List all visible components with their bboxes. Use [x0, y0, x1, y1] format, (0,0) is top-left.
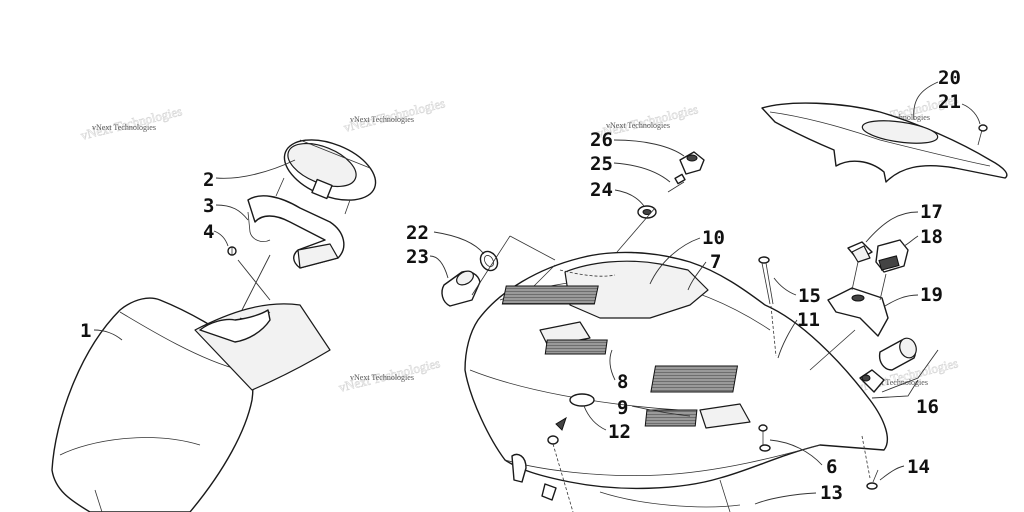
pin-part-25: [667, 173, 686, 193]
bracket-part-3: [247, 195, 345, 269]
hood-tab: [541, 483, 557, 501]
assembly-line: [616, 207, 656, 253]
grommet: [547, 435, 559, 445]
cap-part-26: [679, 151, 705, 175]
decal-part-11: [650, 365, 739, 393]
callout-9: 9: [617, 397, 628, 419]
hood-tab: [511, 453, 527, 483]
switch-part-17: [847, 241, 873, 263]
watermark-text: vNext Technologies: [864, 378, 928, 387]
callout-8: 8: [617, 371, 628, 393]
leader-1: [93, 329, 123, 341]
leader-12: [583, 405, 607, 431]
clip-part-6: [758, 424, 771, 452]
leader-11: [777, 319, 798, 359]
leader-2: [215, 159, 296, 179]
callout-14: 14: [907, 456, 930, 478]
callout-21: 21: [938, 91, 961, 113]
callout-16: 16: [916, 396, 939, 418]
gauge-part-2: [275, 139, 377, 215]
plug-part-12: [569, 393, 595, 407]
leader-20: [913, 81, 939, 121]
hood-lower-edge: [599, 491, 741, 508]
leader-18: [903, 235, 919, 247]
callout-22: 22: [406, 222, 429, 244]
leader-22: [433, 231, 485, 255]
screw-part-21: [977, 124, 988, 146]
callout-20: 20: [938, 67, 961, 89]
leader-group: [93, 81, 981, 505]
decal-part-9: [644, 409, 698, 427]
leader-3: [215, 204, 249, 221]
cover-part-20: [761, 102, 1008, 183]
leader-19: [884, 294, 919, 307]
watermark-text: vNext Technologies: [606, 121, 670, 130]
callout-6: 6: [826, 456, 837, 478]
leader-9: [631, 405, 691, 417]
leader-17: [865, 211, 919, 243]
leader-10: [649, 237, 701, 285]
assembly-line: [770, 305, 777, 357]
socket-part-16: [859, 337, 917, 393]
watermark-text: vNext Technologies: [92, 123, 156, 132]
hood-lower-edge: [719, 479, 731, 512]
leader-7: [687, 261, 707, 291]
leader-13: [754, 492, 817, 505]
assembly-line: [509, 235, 556, 261]
switch-part-23: [441, 270, 481, 307]
bracket-part-19: [827, 287, 889, 337]
decal-part-10: [501, 285, 599, 305]
callout-12: 12: [608, 421, 631, 443]
callout-4: 4: [203, 221, 214, 243]
callout-7: 7: [710, 251, 721, 273]
screw-part-4: [227, 246, 237, 256]
callout-23: 23: [406, 246, 429, 268]
ring-part-22: [479, 250, 499, 272]
callout-10: 10: [702, 227, 725, 249]
leader-8: [609, 349, 616, 381]
callout-26: 26: [590, 129, 613, 151]
assembly-line: [237, 259, 271, 301]
watermark-text: vNext Technologies: [350, 373, 414, 382]
assembly-line: [851, 261, 859, 291]
assembly-line: [241, 254, 271, 311]
assembly-line: [809, 329, 856, 371]
screw-part-14: [866, 469, 879, 490]
callout-15: 15: [798, 285, 821, 307]
callout-labels: 1 2 3 4 6 7 8 9 10 11 12 13 14 15 16 17 …: [80, 67, 961, 504]
bolt-part-15: [758, 256, 774, 305]
assembly-line: [471, 235, 511, 296]
leader-23: [429, 255, 449, 279]
grommet-part-24: [637, 205, 657, 219]
callout-13: 13: [820, 482, 843, 504]
leader-15: [773, 277, 797, 296]
decal-part-8: [544, 339, 608, 355]
leader-21: [961, 103, 981, 125]
arrow-icon: [555, 416, 567, 431]
callout-3: 3: [203, 195, 214, 217]
leader-line: [881, 349, 939, 393]
leader-26: [613, 139, 685, 157]
watermark-text: vNext Technologies: [350, 115, 414, 124]
switch-part-18: [875, 239, 909, 273]
callout-19: 19: [920, 284, 943, 306]
callout-1: 1: [80, 320, 91, 342]
leader-4: [213, 230, 229, 247]
callout-11: 11: [797, 309, 820, 331]
assembly-line: [552, 443, 574, 512]
callout-18: 18: [920, 226, 943, 248]
callout-25: 25: [590, 153, 613, 175]
leader-line: [871, 379, 919, 399]
assembly-line: [861, 435, 871, 479]
leader-25: [613, 162, 671, 183]
assembly-line: [879, 273, 887, 301]
callout-24: 24: [590, 179, 613, 201]
leader-6: [769, 439, 823, 466]
visor-part-1: [51, 297, 331, 512]
callout-17: 17: [920, 201, 943, 223]
callout-2: 2: [203, 169, 214, 191]
leader-14: [879, 465, 905, 481]
leader-24: [614, 189, 645, 207]
